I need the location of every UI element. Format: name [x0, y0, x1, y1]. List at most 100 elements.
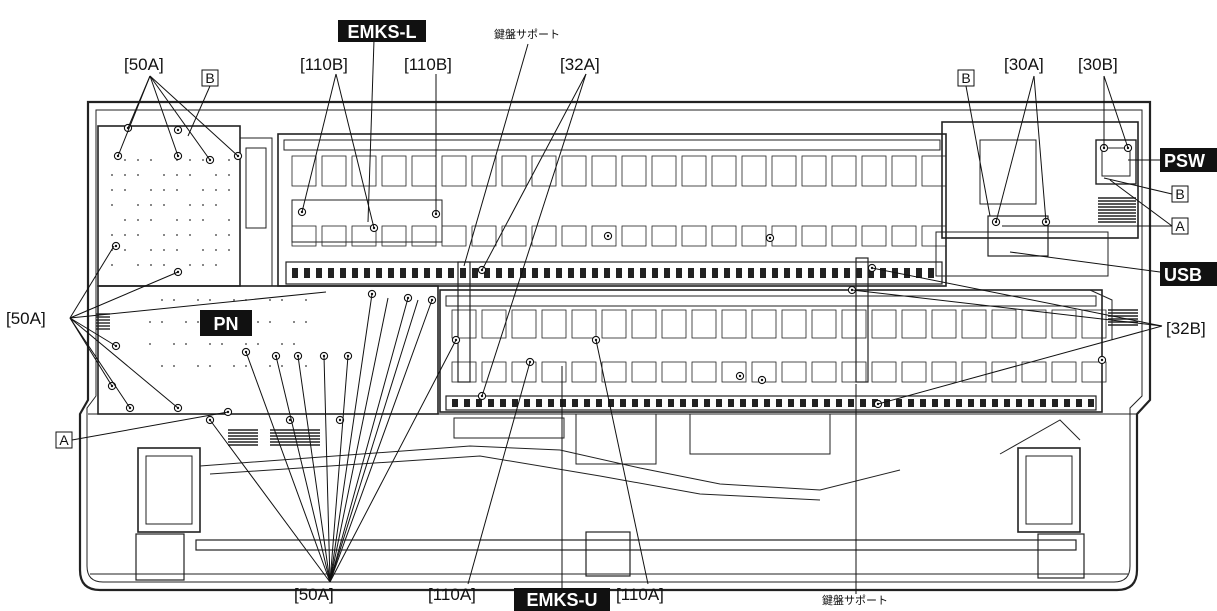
- rail-tooth: [496, 268, 502, 278]
- rail-tooth: [808, 268, 814, 278]
- dot: [245, 365, 247, 367]
- dot: [111, 204, 113, 206]
- rail-tooth: [460, 268, 466, 278]
- key-segment: [621, 225, 647, 247]
- rail-tooth: [448, 268, 454, 278]
- label-110b-right: [110B]: [404, 55, 452, 74]
- dot: [124, 189, 126, 191]
- key-segment: [531, 155, 557, 187]
- dot: [305, 299, 307, 301]
- key-segment: [991, 361, 1017, 383]
- key-segment: [471, 155, 497, 187]
- key-segment: [381, 155, 407, 187]
- dot: [305, 321, 307, 323]
- dot: [293, 343, 295, 345]
- key-segment: [891, 155, 917, 187]
- key-segment: [961, 309, 987, 339]
- rail-tooth: [812, 399, 818, 407]
- key-segment: [811, 309, 837, 339]
- dot: [202, 219, 204, 221]
- dot: [281, 343, 283, 345]
- key-segment: [511, 309, 537, 339]
- rail-tooth: [896, 399, 902, 407]
- psw-label: PSW: [1164, 151, 1205, 171]
- rail-tooth: [484, 268, 490, 278]
- rail-tooth: [608, 399, 614, 407]
- vent-grilles: [96, 197, 1138, 446]
- key-segment: [451, 309, 477, 339]
- dot: [137, 234, 139, 236]
- key-segment: [411, 155, 437, 187]
- rail-tooth: [688, 268, 694, 278]
- dot: [137, 174, 139, 176]
- dot: [215, 174, 217, 176]
- key-segment: [471, 225, 497, 247]
- label-110b-left: [110B]: [300, 55, 348, 74]
- key-segment: [651, 155, 677, 187]
- dot: [111, 234, 113, 236]
- leader-lines: [69, 39, 1173, 594]
- key-segment: [321, 155, 347, 187]
- dot: [281, 365, 283, 367]
- dot: [197, 321, 199, 323]
- dot: [228, 219, 230, 221]
- key-segment: [571, 361, 597, 383]
- rail-tooth: [1052, 399, 1058, 407]
- rail-tooth: [584, 399, 590, 407]
- dot: [228, 159, 230, 161]
- rail-tooth: [956, 399, 962, 407]
- dot: [215, 189, 217, 191]
- rail-tooth: [676, 268, 682, 278]
- key-segment: [481, 361, 507, 383]
- label-30b: [30B]: [1078, 55, 1118, 74]
- rail-tooth: [836, 399, 842, 407]
- dot: [176, 219, 178, 221]
- dot: [137, 159, 139, 161]
- usb-label: USB: [1164, 265, 1202, 285]
- label-keyboard-support-bottom: 鍵盤サポート: [822, 593, 888, 607]
- dot: [228, 189, 230, 191]
- rail-tooth: [596, 399, 602, 407]
- key-segment: [411, 225, 437, 247]
- rail-tooth: [884, 399, 890, 407]
- rail-tooth: [568, 268, 574, 278]
- screw-center: [176, 128, 180, 132]
- label-keyboard-support-top: 鍵盤サポート: [494, 27, 560, 41]
- rail-tooth: [928, 268, 934, 278]
- rail-tooth: [1088, 399, 1094, 407]
- key-segment: [691, 309, 717, 339]
- dot: [189, 204, 191, 206]
- dot: [173, 299, 175, 301]
- dot: [149, 321, 151, 323]
- dot: [137, 219, 139, 221]
- rail-tooth: [752, 399, 758, 407]
- rail-tooth: [292, 268, 298, 278]
- dot: [209, 365, 211, 367]
- rail-tooth: [364, 268, 370, 278]
- dot: [245, 343, 247, 345]
- dot: [111, 264, 113, 266]
- key-segment: [801, 155, 827, 187]
- dot: [111, 174, 113, 176]
- key-segment: [651, 225, 677, 247]
- rail-tooth: [712, 268, 718, 278]
- rail-tooth: [604, 268, 610, 278]
- dot: [215, 204, 217, 206]
- dot: [197, 365, 199, 367]
- dot: [185, 321, 187, 323]
- label-50a-top: [50A]: [124, 55, 164, 74]
- rail-tooth: [544, 268, 550, 278]
- key-segment: [961, 361, 987, 383]
- rail-tooth: [760, 268, 766, 278]
- key-segment: [871, 309, 897, 339]
- marker-a-right: A: [1175, 218, 1185, 234]
- dot: [150, 159, 152, 161]
- screw-center: [606, 234, 610, 238]
- dot: [215, 249, 217, 251]
- label-32a: [32A]: [560, 55, 600, 74]
- rail-tooth: [920, 399, 926, 407]
- rail-tooth: [832, 268, 838, 278]
- rail-tooth: [904, 268, 910, 278]
- rail-tooth: [560, 399, 566, 407]
